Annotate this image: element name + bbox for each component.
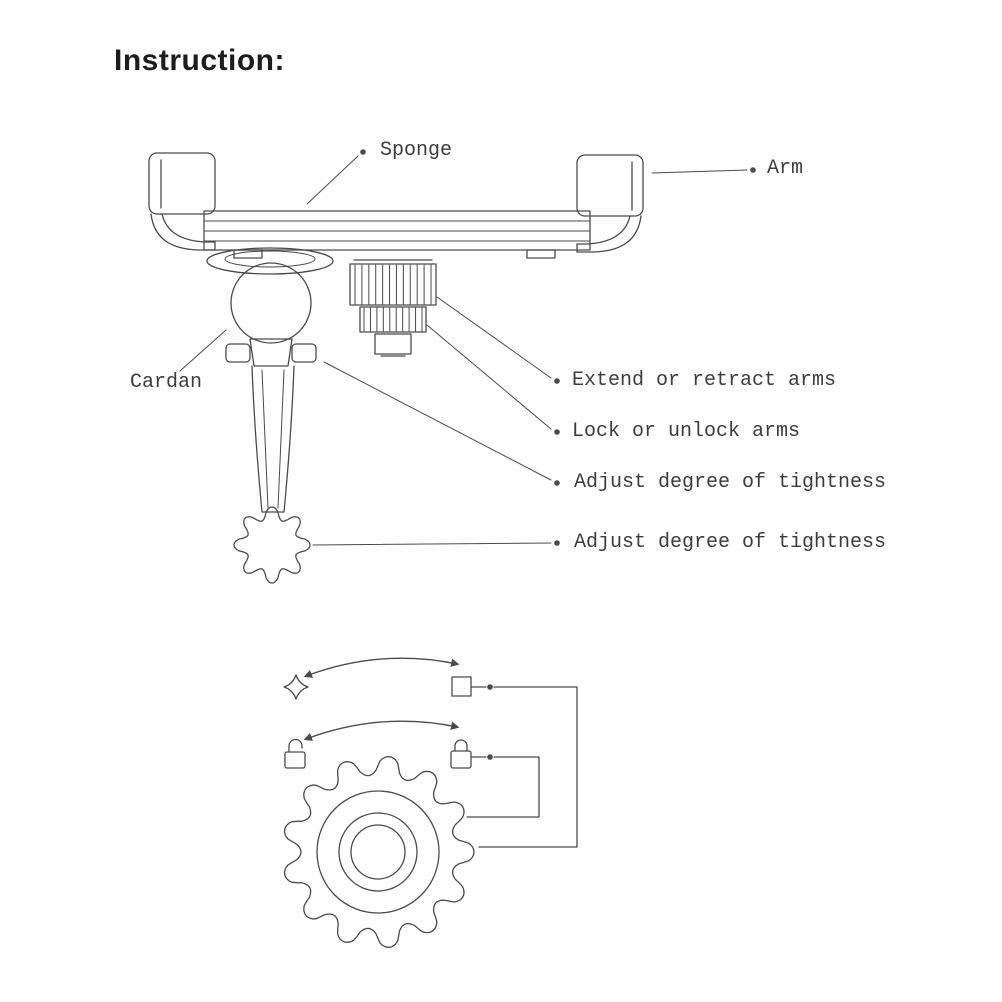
- extend-dot: [554, 378, 560, 384]
- lock-knob-gear: [359, 306, 427, 333]
- adjust2-dot: [554, 540, 560, 546]
- closed-padlock-icon: [450, 739, 472, 769]
- lock-dot: [554, 429, 560, 435]
- label-cardan: Cardan: [130, 371, 203, 394]
- label-sponge: Sponge: [380, 139, 453, 162]
- arm-dot: [750, 167, 756, 173]
- leader-lines: [179, 149, 756, 546]
- extend-knob-gear: [349, 259, 437, 306]
- label-extend-arms: Extend or retract arms: [572, 369, 837, 392]
- tightness-knob: [233, 506, 311, 584]
- left-arm: [148, 152, 216, 251]
- label-adjust-tightness-2: Adjust degree of tightness: [574, 531, 887, 554]
- tightness-stem: [374, 333, 412, 357]
- cardan-joint: [206, 247, 334, 367]
- four-point-star-icon: [283, 674, 309, 700]
- open-padlock-icon: [284, 738, 306, 769]
- square-icon: [451, 676, 472, 697]
- callout-connector-lines: [466, 684, 578, 848]
- rotation-arrow-bottom: [303, 720, 460, 741]
- adjust1-dot: [554, 480, 560, 486]
- right-arm: [576, 154, 644, 253]
- label-arm: Arm: [767, 157, 804, 180]
- square-dot: [487, 684, 493, 690]
- padlock-dot: [487, 754, 493, 760]
- support-rod: [251, 365, 295, 513]
- gear-wheel: [283, 756, 475, 948]
- holder-body-bar: [203, 210, 591, 259]
- label-adjust-tightness-1: Adjust degree of tightness: [574, 471, 887, 494]
- label-lock-arms: Lock or unlock arms: [572, 420, 801, 443]
- page-title: Instruction:: [114, 44, 285, 77]
- sponge-dot: [360, 149, 366, 155]
- rotation-arrow-top: [303, 657, 460, 678]
